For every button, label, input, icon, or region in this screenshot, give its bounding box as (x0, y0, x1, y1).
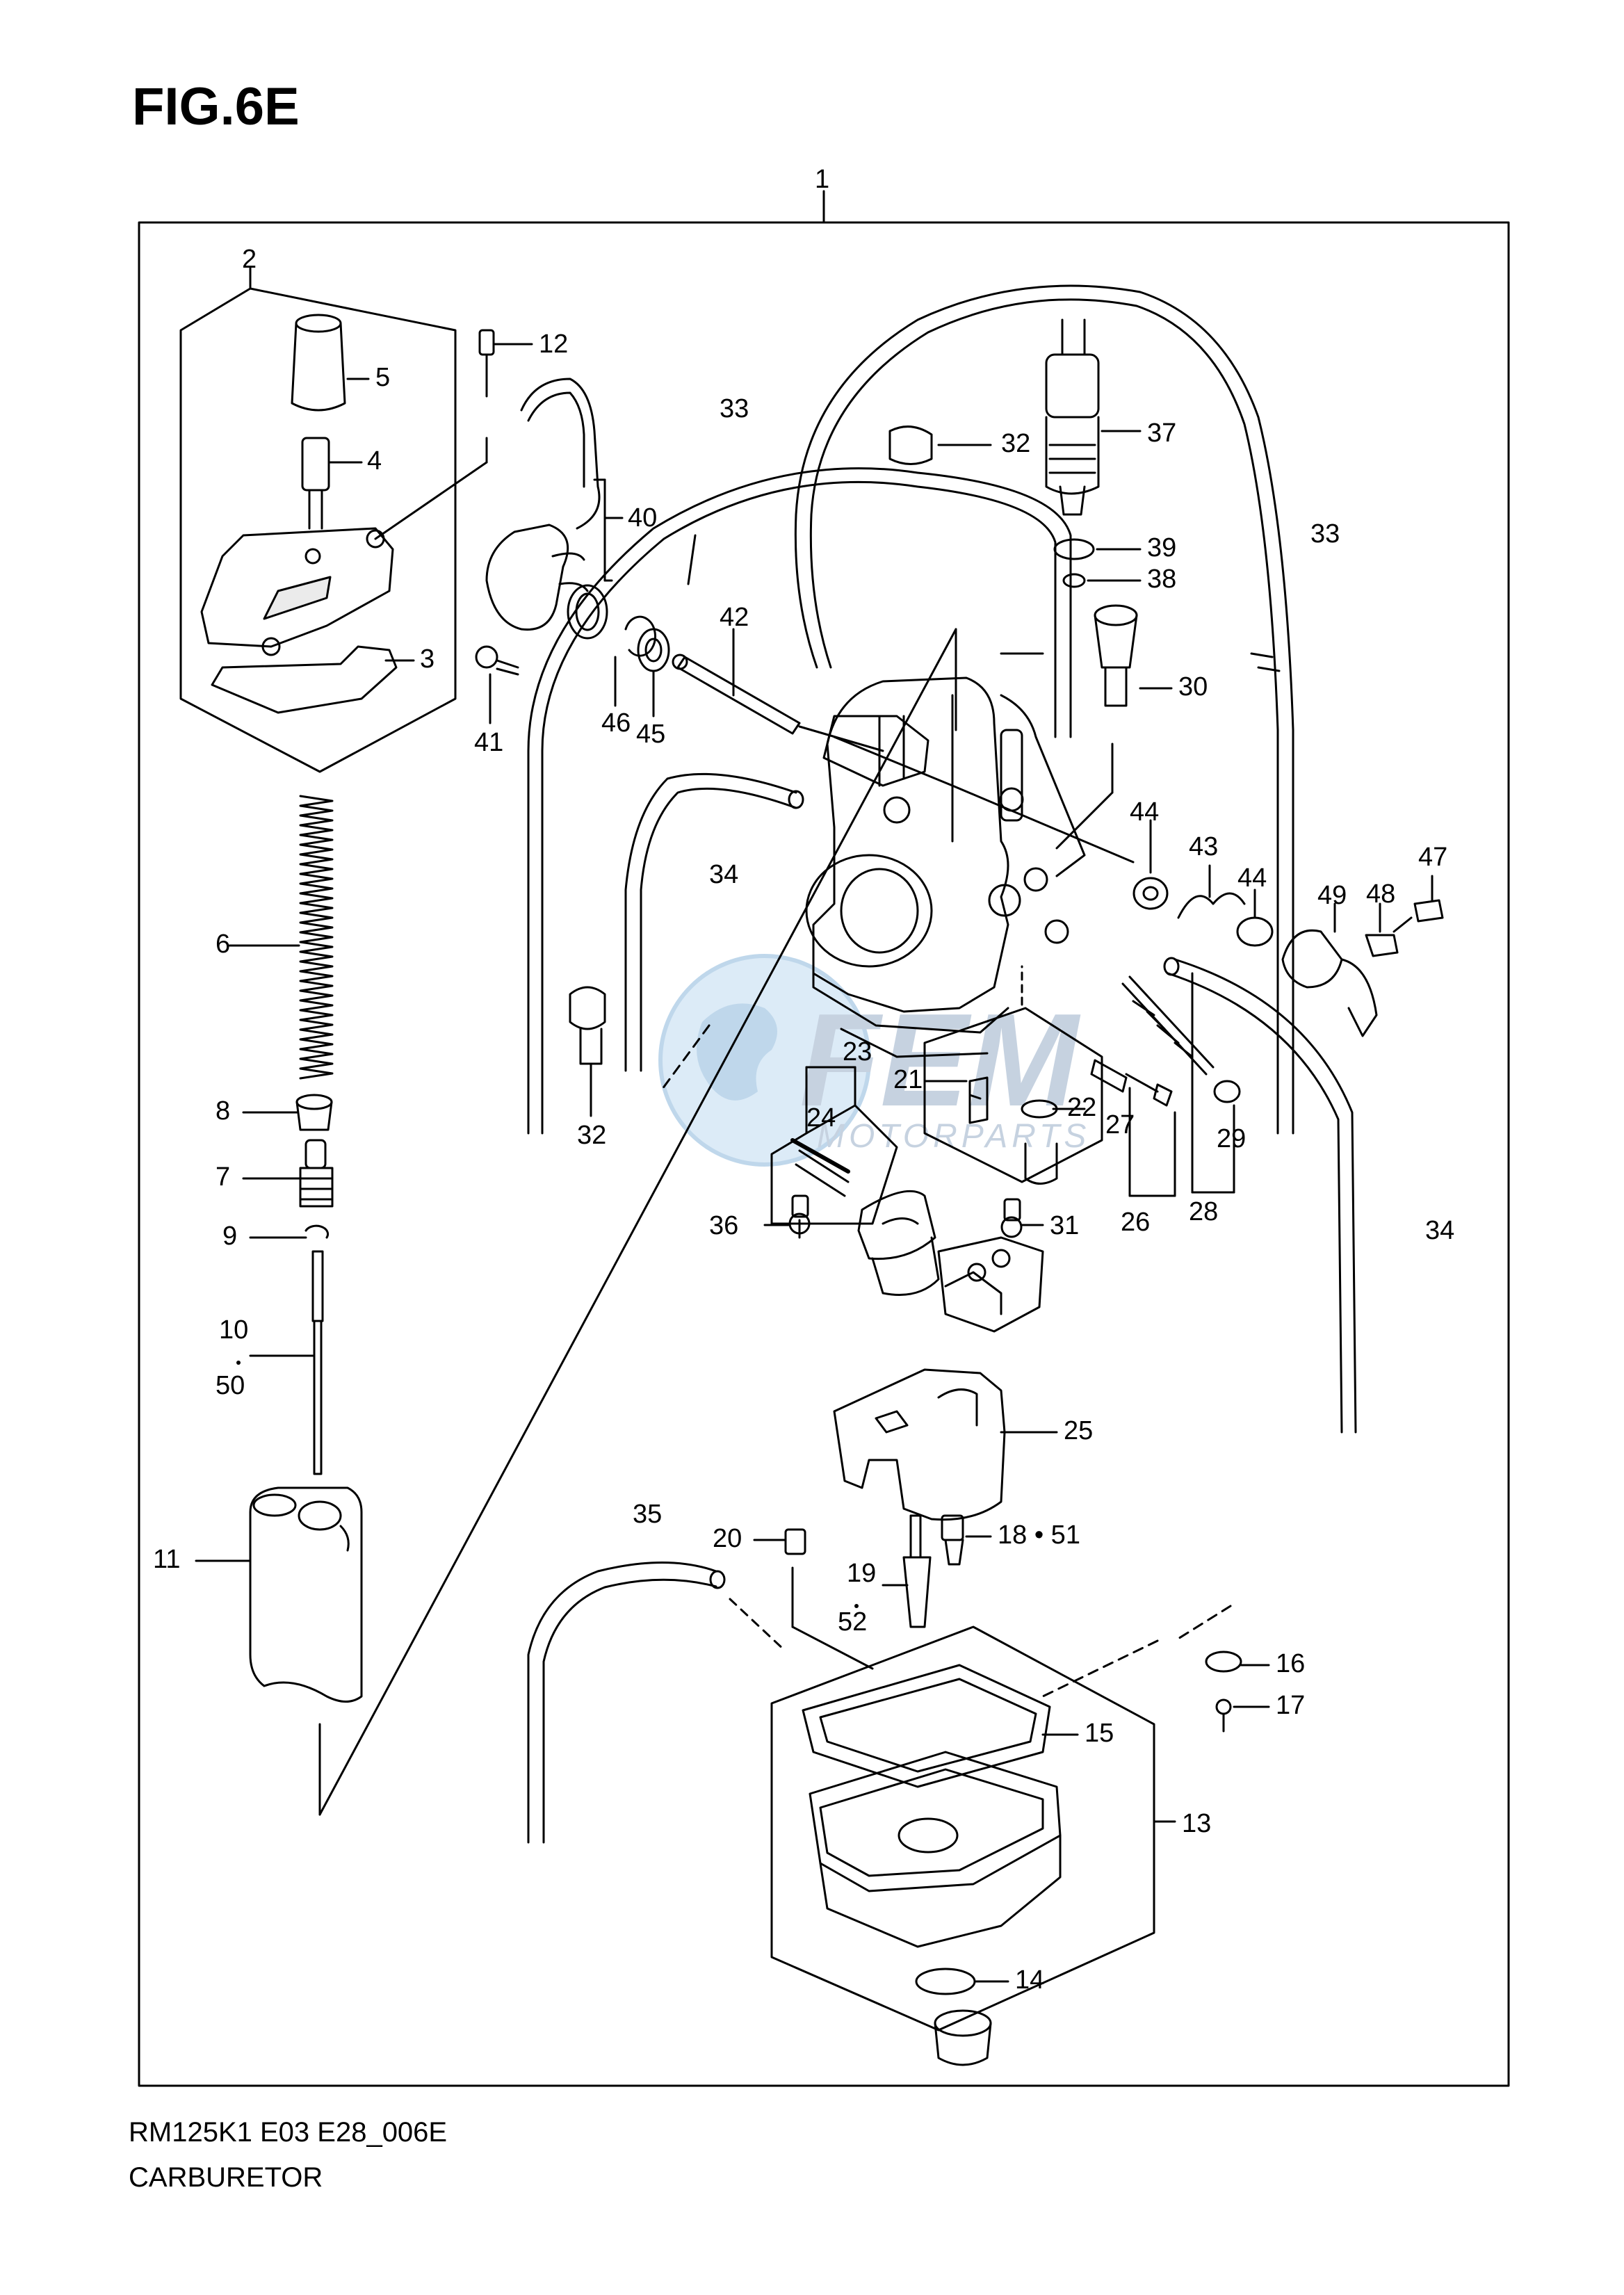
part-label-52: 52 (838, 1607, 867, 1637)
part-42-shaft (672, 628, 884, 752)
part-label-14: 14 (1015, 1965, 1044, 1995)
part-label-37: 37 (1147, 419, 1176, 448)
part-label-23: 23 (843, 1037, 872, 1067)
part-label-33b: 33 (1310, 519, 1340, 549)
part-label-25: 25 (1064, 1416, 1093, 1445)
part-label-2: 2 (242, 245, 257, 274)
model-code: RM125K1 E03 E28_006E (129, 2117, 448, 2148)
part-label-48: 48 (1366, 879, 1395, 909)
part-label-41: 41 (474, 728, 503, 757)
part-label-19: 19 (847, 1559, 876, 1588)
part-7-clip-holder (242, 1139, 334, 1208)
part-9-clip (249, 1224, 330, 1239)
part-25-float-guide (833, 1368, 1058, 1521)
part-label-45: 45 (636, 720, 665, 749)
part-label-12: 12 (539, 330, 568, 359)
separator-dot (854, 1604, 859, 1608)
jets-group (753, 1514, 992, 1670)
hoses (527, 284, 1357, 1844)
part-11-throttle-slide (195, 628, 957, 1816)
part-label-9: 9 (222, 1222, 237, 1251)
part-label-36: 36 (709, 1211, 738, 1240)
part-label-32a: 32 (1001, 429, 1030, 458)
figure-caption: CARBURETOR (129, 2162, 323, 2193)
part-8-seat (242, 1094, 333, 1131)
top-cap-assembly (179, 266, 488, 773)
part-label-26: 26 (1121, 1208, 1150, 1237)
part-label-42: 42 (720, 603, 749, 632)
part-label-39: 39 (1147, 533, 1176, 562)
part-4-adjuster (301, 437, 363, 530)
part-label-17: 17 (1276, 1691, 1305, 1720)
part-label-46: 46 (601, 708, 631, 738)
part-label-16: 16 (1276, 1649, 1305, 1678)
part-label-33a: 33 (720, 394, 749, 423)
carburetor-body (805, 652, 1135, 1058)
part-3-gasket (211, 645, 398, 714)
top-cover-plate (200, 437, 488, 656)
part-label-5: 5 (375, 363, 390, 392)
part-label-15: 15 (1085, 1719, 1114, 1748)
part-label-18: 18 • 51 (998, 1520, 1080, 1550)
part-label-13: 13 (1182, 1809, 1211, 1838)
float-bowl-group (770, 1605, 1270, 2066)
part-label-28: 28 (1189, 1197, 1218, 1226)
separator-dot (236, 1361, 241, 1365)
part-label-34a: 34 (709, 860, 738, 889)
part-label-24: 24 (806, 1103, 836, 1133)
part-5-cap (291, 314, 370, 412)
idle-screw-group (1132, 819, 1444, 1037)
pilot-jet-group (923, 965, 1103, 1185)
tps-group (475, 329, 670, 724)
part-label-40: 40 (628, 503, 657, 533)
figure-title: FIG.6E (132, 77, 300, 136)
part-label-38: 38 (1147, 565, 1176, 594)
part-label-49: 49 (1317, 881, 1347, 910)
part-label-4: 4 (367, 446, 382, 476)
part-label-11: 11 (153, 1545, 180, 1574)
float-group (659, 1024, 1044, 1333)
part-label-20: 20 (713, 1524, 742, 1553)
mixture-screw-group (1090, 972, 1241, 1197)
watermark-logo: FEM MOTORPARTS (658, 954, 1090, 1167)
part-6-spring (228, 795, 334, 1080)
part-label-21: 21 (893, 1065, 923, 1094)
part-37-switch (1045, 318, 1173, 707)
part-label-32b: 32 (577, 1121, 606, 1150)
part-label-44a: 44 (1130, 797, 1159, 827)
group-box-2 (179, 287, 457, 773)
part-label-34b: 34 (1425, 1216, 1454, 1245)
part-label-6: 6 (216, 930, 230, 959)
part-label-7: 7 (216, 1162, 230, 1192)
part-label-47: 47 (1418, 843, 1447, 872)
part-label-8: 8 (216, 1096, 230, 1126)
part-label-30: 30 (1178, 672, 1208, 702)
part-label-1: 1 (815, 165, 829, 194)
part-label-43: 43 (1189, 832, 1218, 861)
part-label-27: 27 (1105, 1110, 1135, 1140)
part-label-44b: 44 (1237, 863, 1267, 893)
part-10-needle (249, 1250, 324, 1475)
part-label-3: 3 (420, 644, 435, 674)
watermark-sub: MOTORPARTS (817, 1118, 1090, 1155)
part-label-31: 31 (1050, 1211, 1079, 1240)
part-label-50: 50 (216, 1371, 245, 1400)
part-label-35: 35 (633, 1500, 662, 1529)
part-label-29: 29 (1217, 1124, 1246, 1153)
part-label-10: 10 (219, 1315, 248, 1345)
part-label-22: 22 (1067, 1093, 1096, 1122)
